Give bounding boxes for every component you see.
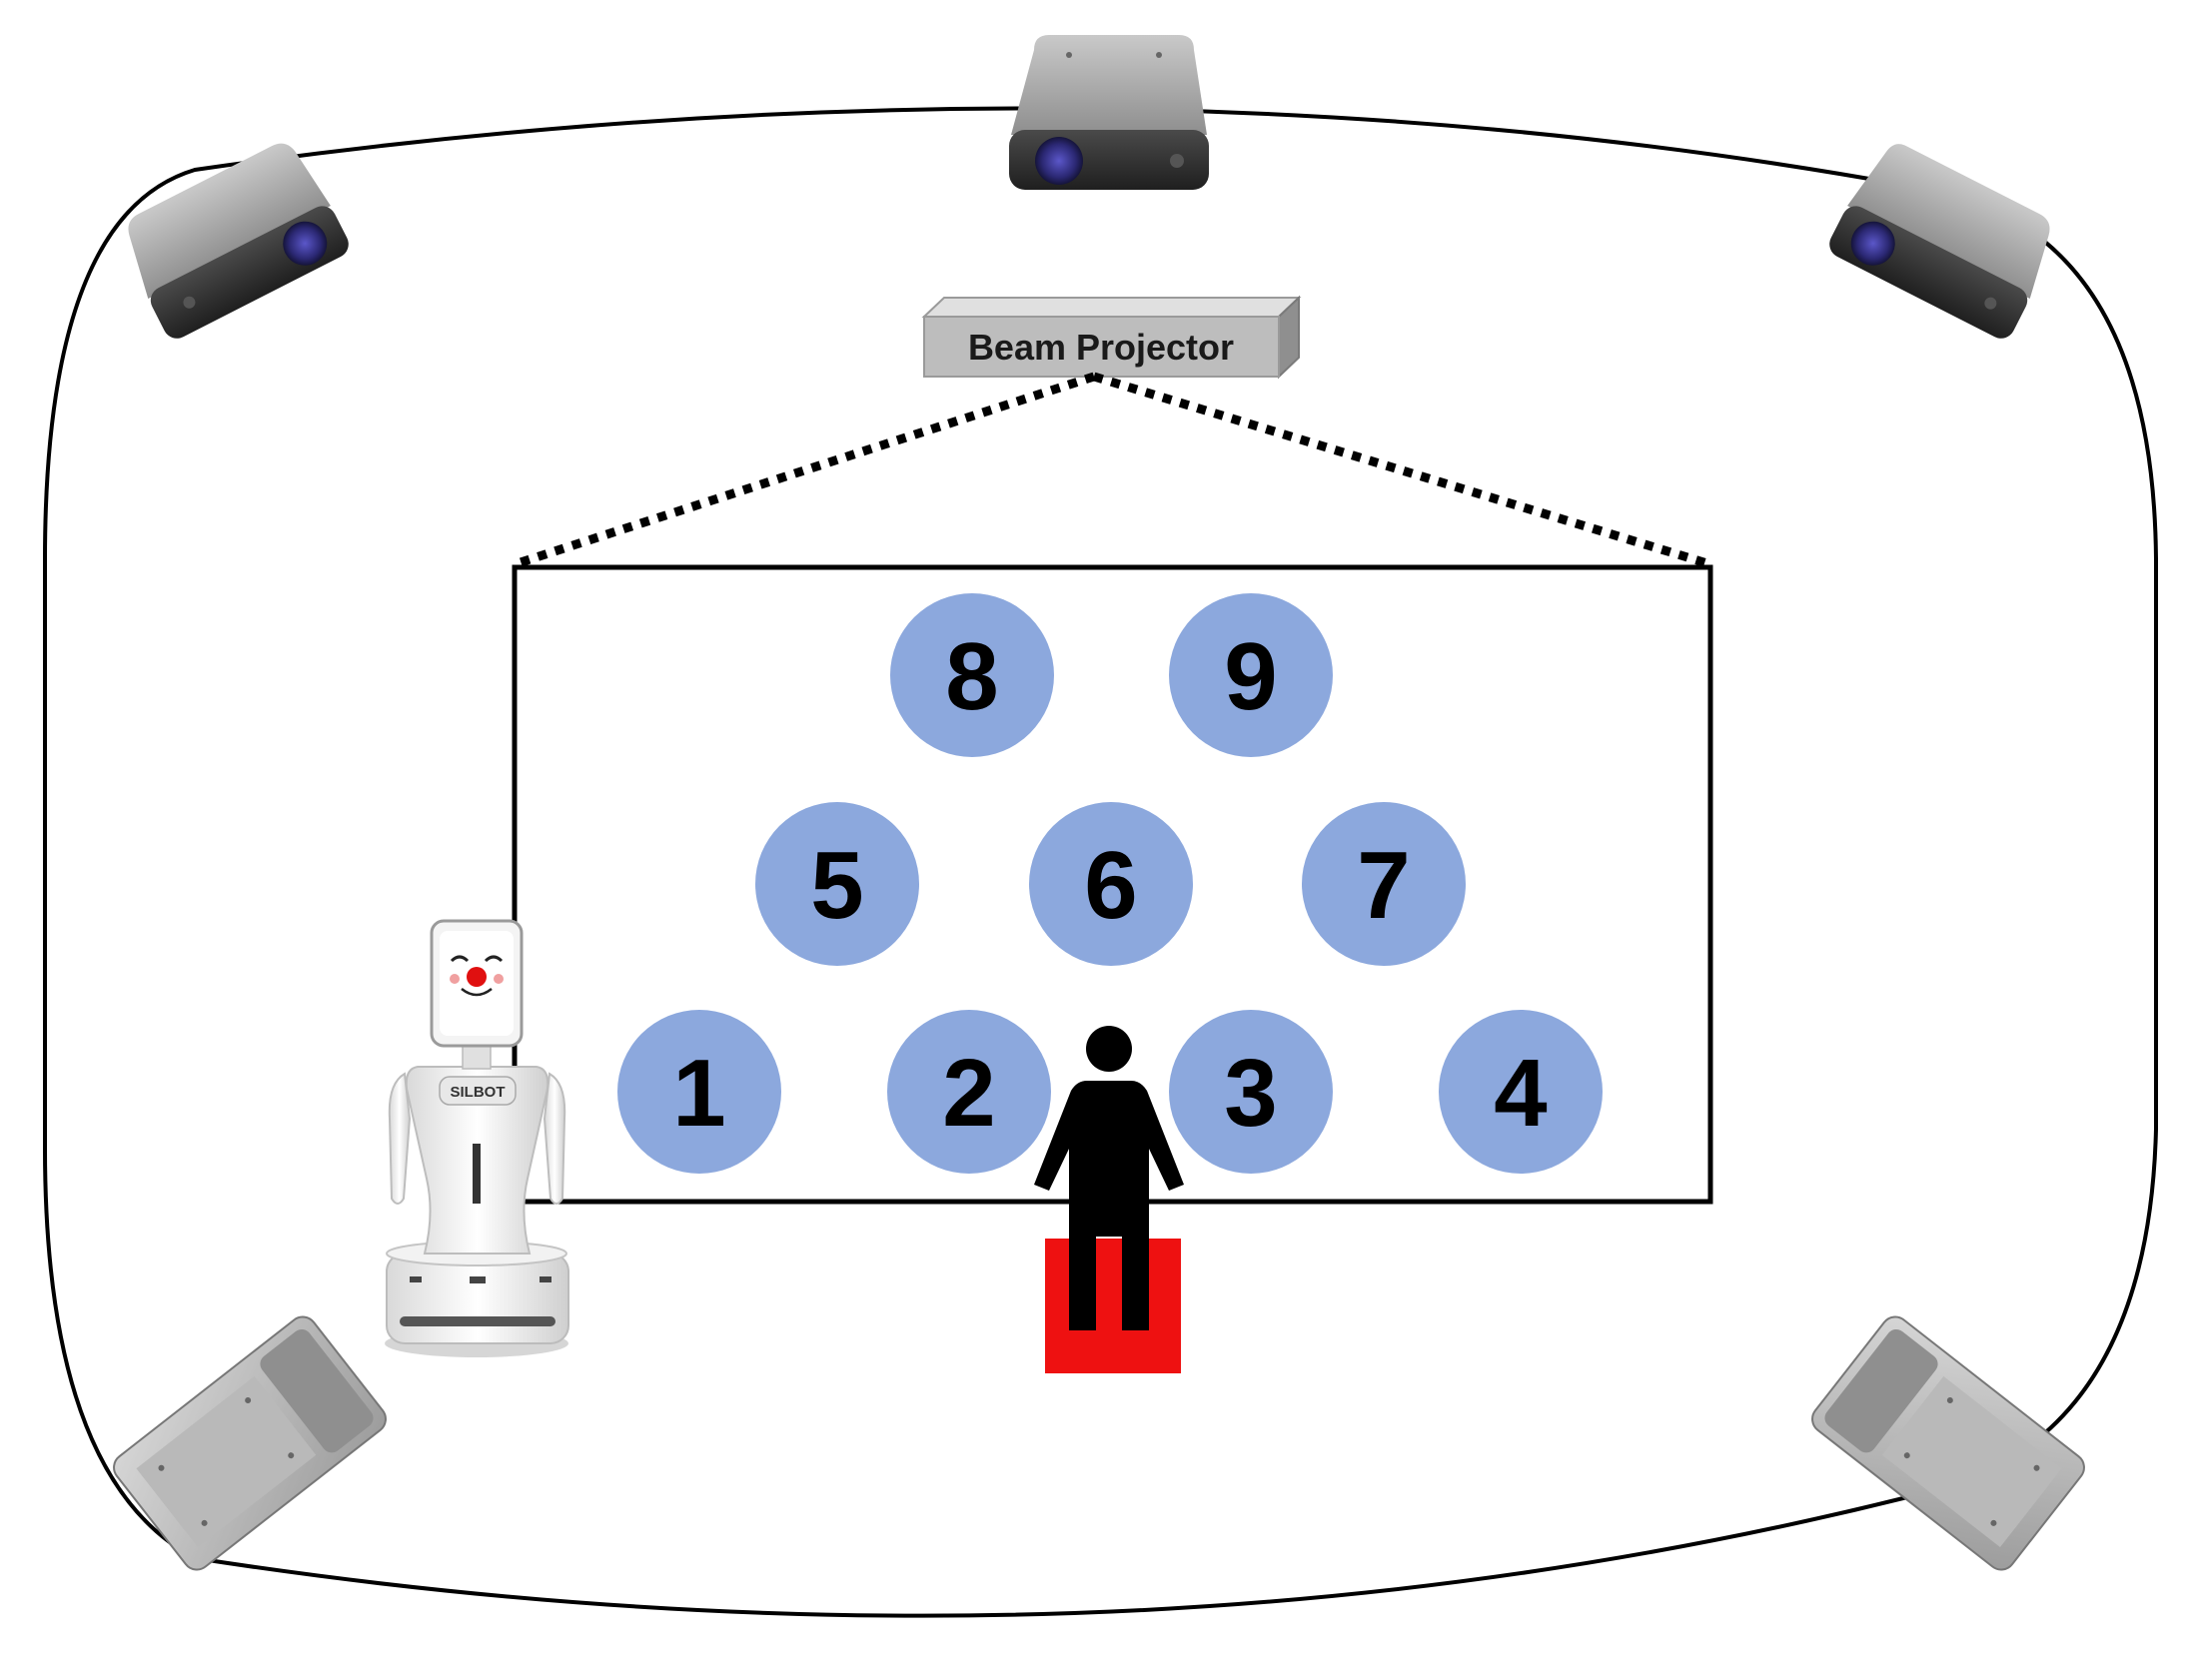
target-circle: 8 [890, 593, 1054, 757]
robot-name-label: SILBOT [451, 1084, 506, 1101]
target-label: 9 [1224, 623, 1277, 730]
target-label: 8 [945, 623, 998, 730]
target-circle: 4 [1439, 1010, 1603, 1174]
target-label: 5 [810, 832, 863, 939]
projection-beam-left [513, 372, 1096, 569]
target-circle: 3 [1169, 1010, 1333, 1174]
target-label: 6 [1084, 832, 1137, 939]
target-label: 3 [1224, 1040, 1277, 1147]
depth-camera-icon [113, 1315, 387, 1571]
target-circle: 5 [755, 802, 919, 966]
robot-icon: SILBOT [385, 919, 569, 1357]
projection-beam-right [1092, 372, 1712, 569]
depth-camera-icon [1811, 1315, 2085, 1571]
depth-camera-icon [128, 143, 349, 339]
target-label: 7 [1357, 832, 1410, 939]
beam-projector-icon: Beam Projector [921, 295, 1302, 380]
target-label: 1 [672, 1040, 725, 1147]
target-circle: 7 [1302, 802, 1466, 966]
floor-mat-icon [1045, 1239, 1181, 1373]
target-circle: 9 [1169, 593, 1333, 757]
target-label: 2 [942, 1040, 995, 1147]
target-circle: 2 [887, 1010, 1051, 1174]
target-circle: 6 [1029, 802, 1193, 966]
target-circle: 1 [617, 1010, 781, 1174]
depth-camera-icon [1009, 35, 1209, 190]
beam-projector-label: Beam Projector [968, 327, 1234, 368]
person-icon [1034, 1026, 1184, 1330]
target-label: 4 [1494, 1040, 1547, 1147]
depth-camera-icon [1829, 144, 2050, 339]
